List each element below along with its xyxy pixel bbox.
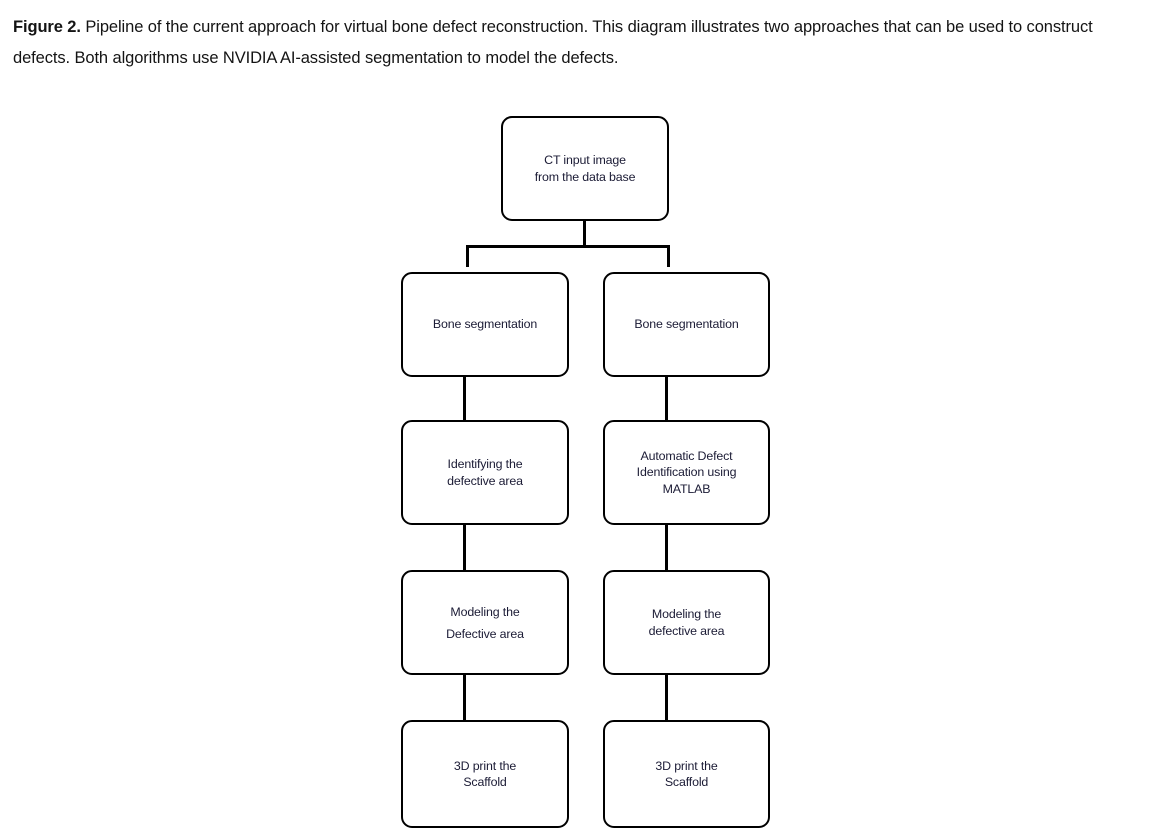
node-right-auto-defect[interactable]: Automatic Defect Identification using MA… xyxy=(603,420,770,525)
node-left-bone-segmentation[interactable]: Bone segmentation xyxy=(401,272,569,377)
connector-split-bar xyxy=(466,245,670,248)
node-left-model-defect[interactable]: Modeling the Defective area xyxy=(401,570,569,675)
node-right-model-defect-label: Modeling the defective area xyxy=(648,607,725,638)
node-right-bone-segmentation[interactable]: Bone segmentation xyxy=(603,272,770,377)
node-left-3d-print[interactable]: 3D print the Scaffold xyxy=(401,720,569,828)
node-right-auto-defect-label: Automatic Defect Identification using MA… xyxy=(636,448,737,496)
figure-caption: Figure 2. Pipeline of the current approa… xyxy=(13,12,1143,74)
node-right-model-defect[interactable]: Modeling the defective area xyxy=(603,570,770,675)
node-right-bone-segmentation-label: Bone segmentation xyxy=(634,317,739,332)
connector-split-drop-left xyxy=(466,245,469,267)
connector-left-2-3 xyxy=(463,523,466,571)
connector-right-3-4 xyxy=(665,673,668,721)
node-left-bone-segmentation-label: Bone segmentation xyxy=(432,317,538,332)
node-right-3d-print-label: 3D print the Scaffold xyxy=(655,758,718,790)
node-left-3d-print-label: 3D print the Scaffold xyxy=(453,758,517,790)
connector-left-1-2 xyxy=(463,375,466,421)
node-ct-input[interactable]: CT input image from the data base xyxy=(501,116,669,221)
figure-caption-label: Figure 2. xyxy=(13,18,81,36)
connector-right-2-3 xyxy=(665,523,668,571)
connector-left-3-4 xyxy=(463,673,466,721)
connector-right-1-2 xyxy=(665,375,668,421)
node-left-identify-defect-label: Identifying the defective area xyxy=(447,457,523,488)
node-right-3d-print[interactable]: 3D print the Scaffold xyxy=(603,720,770,828)
connector-root-stem xyxy=(583,219,586,247)
node-ct-input-label: CT input image from the data base xyxy=(534,153,636,184)
node-left-identify-defect[interactable]: Identifying the defective area xyxy=(401,420,569,525)
node-left-model-defect-label: Modeling the Defective area xyxy=(446,604,524,641)
connector-split-drop-right xyxy=(667,245,670,267)
figure-caption-text: Pipeline of the current approach for vir… xyxy=(13,18,1093,67)
